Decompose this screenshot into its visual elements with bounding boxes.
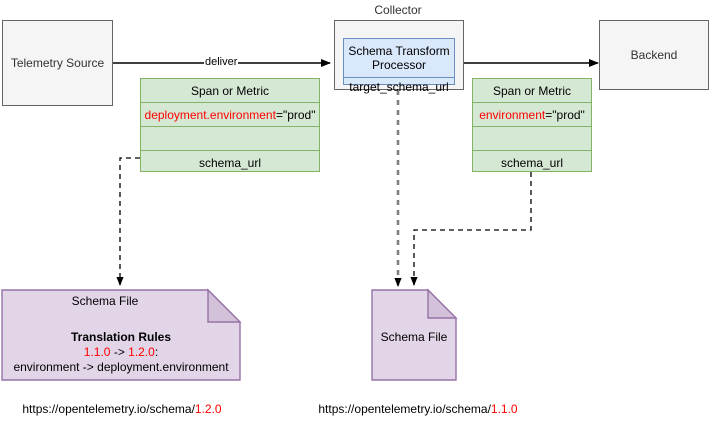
processor-title-line2: Processor [371, 58, 427, 72]
schema-transform-processor-box[interactable]: Schema Transform Processor target_schema… [343, 38, 455, 94]
source-attribute-key: deployment.environment [144, 108, 276, 122]
translation-rules-mapping: environment -> deployment.environment [13, 360, 229, 374]
output-table-header: Span or Metric [473, 79, 591, 103]
url-left-base: https://opentelemetry.io/schema/ [22, 402, 195, 416]
output-table-empty-row [473, 127, 591, 151]
rules-arrow: -> [110, 345, 129, 359]
source-table-schema-url-row: schema_url [198, 156, 262, 170]
url-label-right: https://opentelemetry.io/schema/1.1.0 [296, 402, 540, 416]
telemetry-source-box[interactable]: Telemetry Source [2, 20, 113, 106]
rules-version-to: 1.2.0 [128, 345, 155, 359]
telemetry-source-label: Telemetry Source [10, 56, 105, 70]
schema-file-left-body: Translation Rules 1.1.0 -> 1.2.0: enviro… [2, 330, 240, 375]
url-right-base: https://opentelemetry.io/schema/ [318, 402, 491, 416]
output-table-attribute-row: environment="prod" [473, 103, 591, 127]
edge-output-schema-to-file [410, 172, 532, 286]
backend-label: Backend [630, 48, 678, 62]
source-table-header: Span or Metric [141, 79, 319, 103]
rules-version-from: 1.1.0 [83, 345, 111, 359]
translation-rules-versions: 1.1.0 -> 1.2.0: [2, 345, 240, 360]
source-attribute-value: ="prod" [275, 108, 316, 122]
source-table-attribute-row: deployment.environment="prod" [141, 103, 319, 127]
schema-file-right-title: Schema File [380, 330, 448, 344]
output-attribute-value: ="prod" [545, 108, 585, 122]
translation-rules-heading: Translation Rules [70, 330, 172, 344]
output-span-or-metric-table[interactable]: Span or Metric environment="prod" schema… [472, 78, 592, 172]
source-table-empty-row [141, 127, 319, 151]
rules-colon: : [154, 345, 159, 359]
edge-label-deliver: deliver [204, 56, 239, 68]
backend-box[interactable]: Backend [599, 20, 709, 90]
collector-label: Collector [374, 3, 422, 17]
url-label-left: https://opentelemetry.io/schema/1.2.0 [0, 402, 244, 416]
edge-source-schema-to-file [116, 157, 140, 286]
processor-title-line1: Schema Transform [348, 44, 450, 58]
url-left-version: 1.2.0 [194, 402, 222, 416]
output-attribute-key: environment [479, 108, 546, 122]
url-right-version: 1.1.0 [490, 402, 518, 416]
processor-target-schema-url-field: target_schema_url [344, 77, 454, 97]
processor-title: Schema Transform Processor [344, 39, 454, 77]
source-span-or-metric-table[interactable]: Span or Metric deployment.environment="p… [140, 78, 320, 172]
schema-file-left-title: Schema File [71, 294, 139, 308]
output-table-schema-url-row: schema_url [500, 156, 564, 170]
